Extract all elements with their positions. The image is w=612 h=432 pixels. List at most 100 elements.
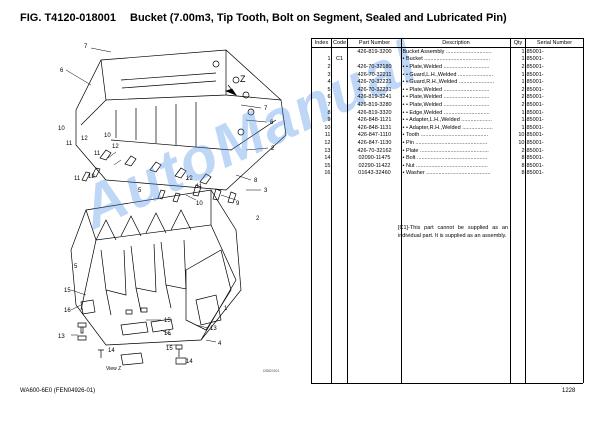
cell-index: 6 xyxy=(327,94,331,101)
svg-text:6: 6 xyxy=(270,120,274,126)
svg-text:11: 11 xyxy=(196,184,203,190)
cell-serial-number: 85001- xyxy=(526,109,544,116)
cell-description: • Bolt .................................… xyxy=(402,155,488,162)
header-code: Code xyxy=(331,38,348,48)
cell-qty: 1 xyxy=(521,48,525,55)
cell-qty: 1 xyxy=(521,79,525,86)
cell-qty: 1 xyxy=(521,124,525,131)
figure-number: FIG. T4120-018001 xyxy=(20,12,117,24)
svg-text:10: 10 xyxy=(58,126,65,132)
cell-code xyxy=(332,101,348,109)
cell-qty: 1 xyxy=(521,117,525,124)
footer-page-number: 1228 xyxy=(562,388,576,394)
cell-index: 7 xyxy=(327,101,331,108)
cell-index: 8 xyxy=(327,109,331,116)
cell-qty: 2 xyxy=(521,86,525,93)
header-qty: Qty xyxy=(510,38,526,48)
header-part-number: Part Number xyxy=(347,38,402,48)
svg-text:12: 12 xyxy=(186,176,193,182)
cell-part-number: 426-819-3200 xyxy=(357,48,392,55)
cell-qty: 2 xyxy=(521,101,525,108)
svg-text:3: 3 xyxy=(264,188,268,194)
cell-part-number: 426-70-32231 xyxy=(357,86,392,93)
cell-code xyxy=(332,162,348,170)
table-bottom-border xyxy=(311,383,583,384)
cell-part-number: 426-70-32180 xyxy=(357,63,392,70)
cell-serial-number: 85001- xyxy=(526,124,544,131)
cell-index: 1 xyxy=(327,56,331,63)
svg-text:7: 7 xyxy=(264,106,268,112)
bucket-upper-view xyxy=(75,49,287,204)
drawing-image-id: DB820921 xyxy=(263,369,280,373)
cell-serial-number: 85001- xyxy=(526,117,544,124)
svg-text:10: 10 xyxy=(196,201,203,207)
svg-text:6: 6 xyxy=(60,68,64,74)
cell-description: • • Adapter,R.H.,Welded ................… xyxy=(402,124,493,131)
cell-description: • • Plate,Welded .......................… xyxy=(402,86,490,93)
cell-index: 3 xyxy=(327,71,331,78)
cell-code xyxy=(332,71,348,79)
page-title: FIG. T4120-018001 Bucket (7.00m3, Tip Too… xyxy=(20,12,507,24)
view-z-caption: View Z xyxy=(106,366,121,372)
cell-part-number: 02090-11475 xyxy=(358,155,391,162)
cell-qty: 1 xyxy=(521,109,525,116)
cell-serial-number: 85001- xyxy=(526,155,544,162)
svg-text:2: 2 xyxy=(256,216,260,222)
cell-code xyxy=(332,86,348,94)
svg-text:10: 10 xyxy=(104,133,111,139)
cell-code xyxy=(332,48,348,56)
cell-description: • • Guard,R.H.,Welded ..................… xyxy=(402,79,494,86)
cell-index: 11 xyxy=(324,132,331,139)
figure-title: Bucket (7.00m3, Tip Tooth, Bolt on Segme… xyxy=(130,12,507,24)
cell-description: • • Edge,Welded ........................… xyxy=(402,109,490,116)
cell-part-number: 426-819-3280 xyxy=(357,101,392,108)
cell-index: 10 xyxy=(324,124,331,131)
cell-code xyxy=(332,78,348,86)
cell-qty: 1 xyxy=(521,71,525,78)
cell-code xyxy=(332,147,348,155)
table-header-row: Index Code Part Number Description Qty S… xyxy=(311,38,584,48)
cell-code xyxy=(332,116,348,124)
cell-part-number: 01643-32460 xyxy=(358,170,391,177)
cell-serial-number: 85001- xyxy=(526,147,544,154)
cell-part-number: 426-70-32211 xyxy=(357,71,392,78)
cell-index: 13 xyxy=(324,147,331,154)
cell-part-number: 426-819-3241 xyxy=(357,94,392,101)
cell-qty: 1 xyxy=(521,56,525,63)
svg-text:8: 8 xyxy=(254,178,258,184)
column-divider xyxy=(347,46,348,383)
svg-text:12: 12 xyxy=(112,144,119,150)
cell-serial-number: 85001- xyxy=(526,170,544,177)
supply-note: [C1]-This part cannot be supplied as an … xyxy=(398,225,508,239)
cell-serial-number: 85001- xyxy=(526,71,544,78)
svg-text:12: 12 xyxy=(81,136,88,142)
cell-description: • • Plate,Welded .......................… xyxy=(402,63,490,70)
column-divider xyxy=(510,46,511,383)
cell-serial-number: 85001- xyxy=(526,132,544,139)
cell-index: 4 xyxy=(327,79,331,86)
cell-qty: 8 xyxy=(521,155,525,162)
cell-description: • • Adapter,L.H.,Welded ................… xyxy=(402,117,492,124)
cell-description: • • Plate,Welded .......................… xyxy=(402,94,490,101)
svg-text:5: 5 xyxy=(74,264,78,270)
cell-index: 14 xyxy=(324,155,331,162)
cell-part-number: 02290-11422 xyxy=(358,162,391,169)
cell-code xyxy=(332,154,348,162)
cell-description: • Washer ...............................… xyxy=(402,170,491,177)
cell-index: 12 xyxy=(324,139,331,146)
cell-description: • Bucket ...............................… xyxy=(402,56,491,63)
svg-text:14: 14 xyxy=(108,348,115,354)
column-divider xyxy=(401,46,402,383)
